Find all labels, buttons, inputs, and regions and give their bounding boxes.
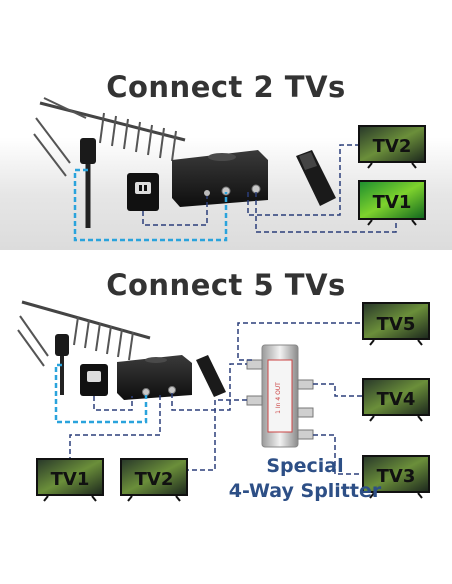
cable-antenna-to-amp-top <box>73 168 228 242</box>
tv5-bottom <box>362 302 430 346</box>
cable-splitter-to-tv3 <box>313 434 362 475</box>
tv2-top <box>358 125 426 169</box>
tv1-top <box>358 180 426 226</box>
tv5-label: TV5 <box>377 314 416 335</box>
tv1-bottom-label: TV1 <box>51 469 90 490</box>
amplifier-box-top <box>172 150 268 207</box>
cable-amp-to-splitter <box>171 363 247 411</box>
antenna-top <box>33 97 186 228</box>
tv3-bottom <box>362 455 430 499</box>
power-adapter-bottom <box>80 364 108 396</box>
antenna-bottom <box>17 300 151 395</box>
tv2-bottom-label: TV2 <box>135 469 174 490</box>
cable-splitter-to-tv5 <box>237 322 362 361</box>
tv4-label: TV4 <box>377 389 416 410</box>
cable-amp-to-tv1-top <box>247 144 358 216</box>
tv4-bottom <box>362 378 430 422</box>
splitter-caption-line1: Special <box>266 455 344 477</box>
svg-text:1 In 4 OUT: 1 In 4 OUT <box>275 382 282 414</box>
remote-bottom <box>196 355 226 397</box>
cable-amp-to-tv2-top <box>255 192 397 233</box>
tv2-bottom <box>120 458 188 502</box>
cable-power-to-amp-top <box>142 196 208 226</box>
splitter-device: 1 In 4 OUT <box>246 344 314 448</box>
cable-splitter-to-tv4 <box>313 383 362 397</box>
bottom-heading: Connect 5 TVs <box>106 268 346 302</box>
amplifier-box-bottom <box>117 355 192 400</box>
cable-power-to-amp-bottom <box>93 396 133 411</box>
cable-antenna-to-amp-bottom <box>54 363 148 424</box>
top-heading: Connect 2 TVs <box>106 70 346 104</box>
tv1-top-label: TV1 <box>373 192 412 213</box>
power-adapter-top <box>127 173 159 211</box>
tv3-label: TV3 <box>377 466 416 487</box>
cable-amp-to-tv1-bottom <box>69 395 161 458</box>
remote-top <box>296 150 336 206</box>
tv2-top-label: TV2 <box>373 136 412 157</box>
cable-splitter-to-tv2 <box>188 399 247 471</box>
tv1-bottom <box>36 458 104 502</box>
section-divider <box>0 250 452 262</box>
splitter-caption-line2: 4-Way Splitter <box>228 480 382 502</box>
